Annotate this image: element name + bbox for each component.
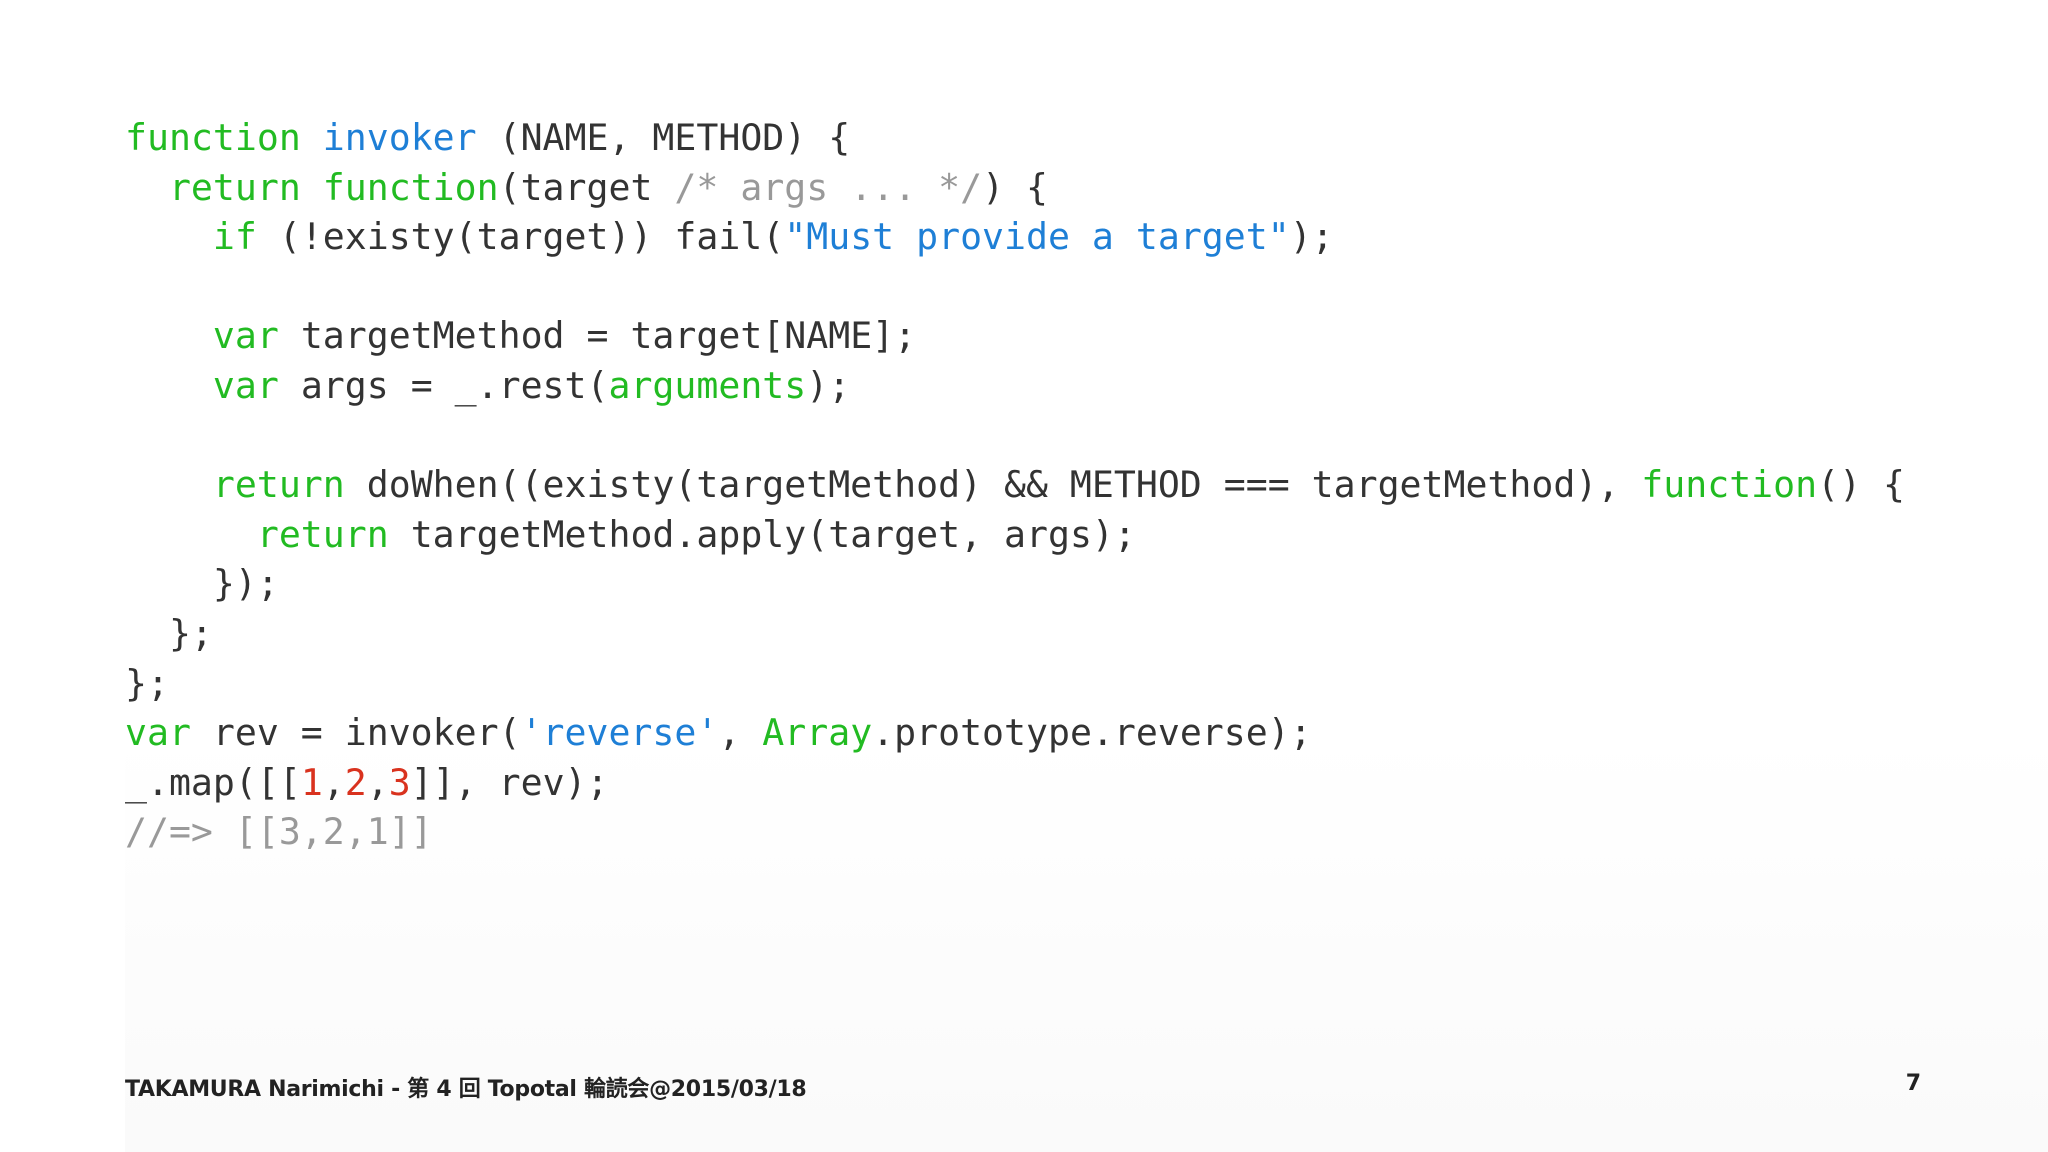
code-line: return targetMethod.apply(target, args); xyxy=(125,510,1905,560)
code-token-kw: var xyxy=(212,363,279,407)
code-token-num: 3 xyxy=(388,760,411,804)
code-line: var targetMethod = target[NAME]; xyxy=(125,311,1905,361)
code-token-plain: rev = invoker( xyxy=(190,711,521,755)
code-line xyxy=(125,411,1905,461)
code-token-kw: return xyxy=(168,165,301,209)
code-token-plain: ) { xyxy=(982,165,1049,209)
code-token-kw: arguments xyxy=(608,363,807,407)
code-token-plain xyxy=(125,513,257,556)
code-token-plain: (!existy(target)) fail( xyxy=(256,215,785,259)
code-token-str: "Must provide a target" xyxy=(784,215,1290,259)
code-token-kw: return xyxy=(256,512,389,556)
footer-author-event: TAKAMURA Narimichi - 第 4 回 Topotal 輪読会@2… xyxy=(125,1077,807,1102)
code-token-plain xyxy=(125,166,169,209)
code-token-plain xyxy=(301,116,323,159)
code-panel xyxy=(125,100,2048,1152)
code-token-kw: if xyxy=(212,215,257,259)
code-token-kw: function xyxy=(1641,463,1818,507)
code-line: return function(target /* args ... */) { xyxy=(125,163,1905,213)
code-token-plain: args = _.rest( xyxy=(278,363,609,407)
code-token-plain: , xyxy=(718,711,763,755)
code-token-str: 'reverse' xyxy=(520,711,719,755)
code-line: _.map([[1,2,3]], rev); xyxy=(125,758,1905,808)
code-token-plain: }; xyxy=(125,611,213,655)
code-token-plain: _.map([[ xyxy=(125,760,301,804)
code-token-num: 1 xyxy=(300,760,323,804)
code-line: return doWhen((existy(targetMethod) && M… xyxy=(125,460,1905,510)
code-token-plain xyxy=(125,314,213,357)
code-line: }; xyxy=(125,609,1905,659)
code-token-kw: return xyxy=(212,463,345,507)
code-token-plain: (NAME, METHOD) { xyxy=(476,116,851,159)
code-token-plain: () { xyxy=(1817,463,1906,507)
code-token-plain: }); xyxy=(125,562,279,606)
code-token-kw: Array xyxy=(762,711,873,755)
code-token-plain xyxy=(125,463,213,506)
code-token-plain xyxy=(125,364,213,407)
code-token-plain xyxy=(125,215,213,258)
code-line: //=> [[3,2,1]] xyxy=(125,807,1905,857)
code-token-plain: targetMethod = target[NAME]; xyxy=(278,314,917,358)
code-line: var args = _.rest(arguments); xyxy=(125,361,1905,411)
code-token-fn: invoker xyxy=(322,116,477,159)
code-line: function invoker (NAME, METHOD) { xyxy=(125,113,1905,163)
code-token-num: 2 xyxy=(344,760,367,804)
code-line: if (!existy(target)) fail("Must provide … xyxy=(125,212,1905,262)
code-token-plain xyxy=(301,166,323,209)
code-token-cmt: //=> [[3,2,1]] xyxy=(125,810,433,854)
code-token-kw: var xyxy=(125,711,191,755)
code-line: var rev = invoker('reverse', Array.proto… xyxy=(125,708,1905,758)
code-line xyxy=(125,262,1905,312)
code-token-cmt: /* args ... */ xyxy=(674,165,983,209)
code-token-plain: doWhen((existy(targetMethod) && METHOD =… xyxy=(344,463,1642,507)
code-token-plain: (target xyxy=(498,165,675,209)
code-token-plain: , xyxy=(322,760,345,804)
page-number: 7 xyxy=(1905,1071,1921,1096)
code-line: }); xyxy=(125,559,1905,609)
code-token-plain: , xyxy=(366,760,389,804)
code-line: }; xyxy=(125,659,1905,709)
code-token-plain: }; xyxy=(125,661,169,705)
code-token-kw: function xyxy=(322,165,499,209)
code-token-kw: function xyxy=(125,116,301,159)
code-token-plain: ); xyxy=(806,363,851,407)
code-token-plain: .prototype.reverse); xyxy=(872,711,1312,755)
code-token-kw: var xyxy=(212,314,279,358)
code-block: function invoker (NAME, METHOD) { return… xyxy=(125,113,1905,857)
code-token-plain: targetMethod.apply(target, args); xyxy=(388,512,1136,556)
code-token-plain: ); xyxy=(1289,215,1334,259)
code-token-plain: ]], rev); xyxy=(410,760,609,804)
